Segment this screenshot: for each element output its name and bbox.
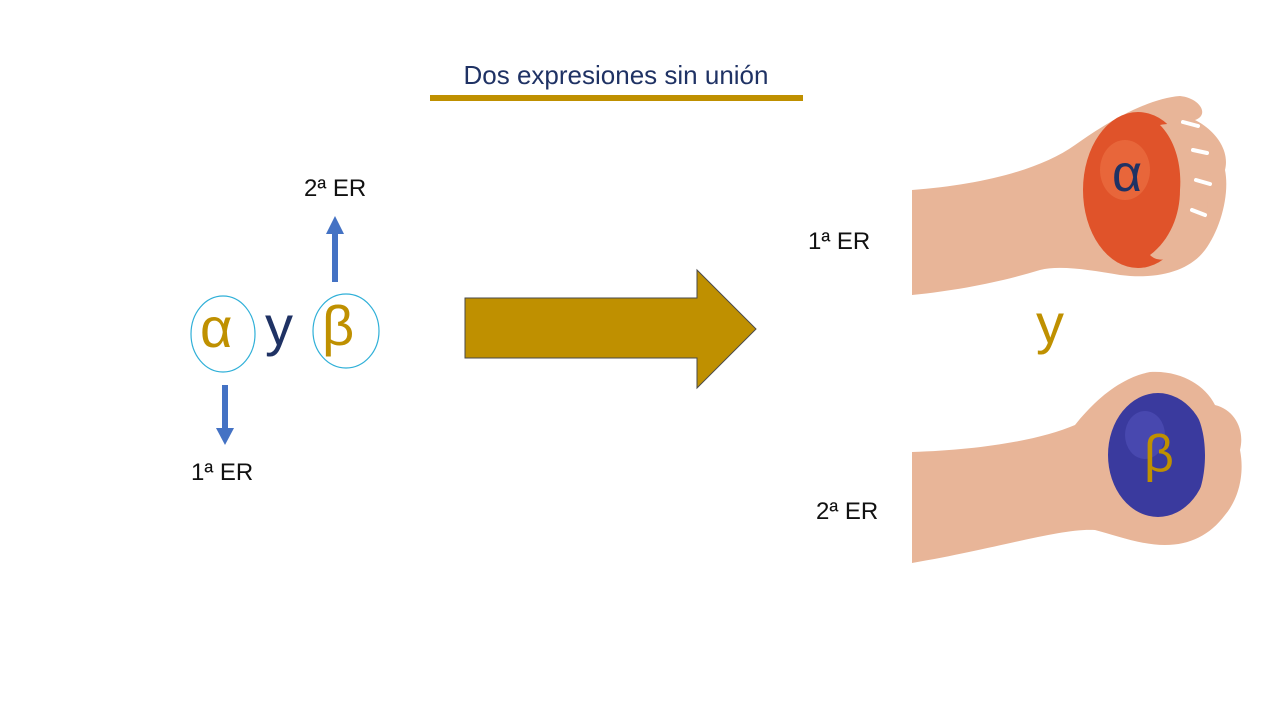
label-second-er-left: 2ª ER	[304, 175, 367, 202]
label-first-er-right: 1ª ER	[808, 228, 871, 255]
hand-red-ball-image	[912, 96, 1227, 295]
hand-blue-ball-image	[912, 371, 1242, 563]
arrow-up-icon	[326, 216, 344, 282]
ball-beta-symbol: β	[1144, 425, 1174, 483]
beta-symbol: β	[322, 294, 355, 357]
title-underline	[430, 95, 803, 101]
big-right-arrow-icon	[464, 268, 757, 390]
alpha-circle	[190, 295, 256, 373]
conjunction-y-right: y	[1036, 292, 1064, 355]
label-second-er-right: 2ª ER	[816, 498, 879, 525]
page-title: Dos expresiones sin unión	[463, 60, 769, 90]
label-first-er-left: 1ª ER	[191, 459, 254, 486]
beta-circle	[312, 293, 380, 369]
ball-alpha-symbol: α	[1112, 145, 1143, 203]
conjunction-y-left: y	[265, 294, 293, 357]
alpha-symbol: α	[200, 296, 233, 359]
arrow-down-icon	[216, 385, 234, 445]
